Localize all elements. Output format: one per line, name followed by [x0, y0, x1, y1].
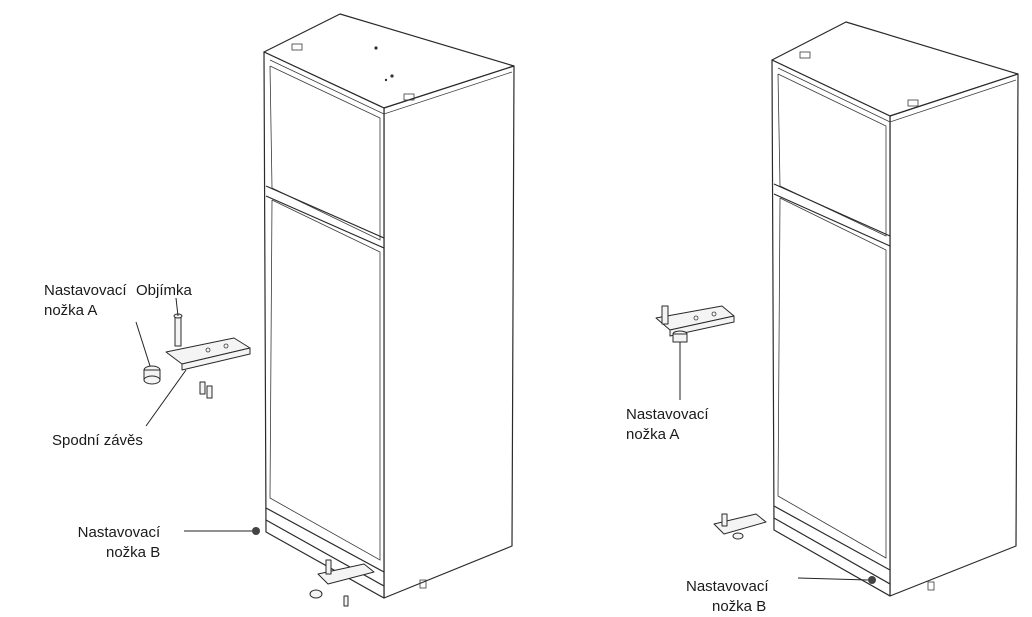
label-right-foot-a-line2: nožka A [626, 426, 680, 443]
right-floor-parts [713, 513, 876, 584]
left-fridge-front [263, 51, 385, 599]
right-refrigerator [771, 21, 1019, 597]
label-right-foot-b: Nastavovací nožka B [686, 577, 769, 617]
label-left-foot-b-line2: nožka B [106, 544, 161, 561]
right-fridge-side [889, 73, 1019, 597]
left-hinge-screws [199, 381, 213, 399]
left-refrigerator [263, 13, 515, 599]
label-left-foot-a: Nastavovací nožka A [44, 281, 127, 321]
right-fridge-front [771, 59, 891, 597]
left-adjustable-foot-b [252, 527, 260, 535]
label-left-foot-b-line1: Nastavovací [77, 524, 161, 541]
left-floor-parts [252, 527, 375, 607]
right-adjustable-foot-b [868, 576, 876, 584]
left-hinge-assembly [143, 313, 251, 399]
label-left-sleeve: Objímka [136, 282, 192, 299]
label-right-foot-a: Nastavovací nožka A [626, 405, 709, 445]
label-right-foot-b-line2: nožka B [712, 598, 767, 615]
label-right-foot-b-line1: Nastavovací [686, 578, 769, 595]
label-left-foot-a-line1: Nastavovací [44, 282, 127, 299]
right-adjustable-foot-a [672, 330, 688, 343]
label-left-foot-b: Nastavovací nožka B [76, 523, 161, 563]
label-left-bottom-hinge: Spodní závěs [52, 432, 143, 449]
left-adjustable-foot-a [143, 365, 161, 385]
label-left-foot-a-line2: nožka A [44, 302, 98, 319]
label-right-foot-a-line1: Nastavovací [626, 406, 709, 423]
right-hinge-assembly [655, 305, 735, 343]
left-fridge-side [383, 65, 515, 599]
left-sleeve-pin [174, 315, 182, 347]
